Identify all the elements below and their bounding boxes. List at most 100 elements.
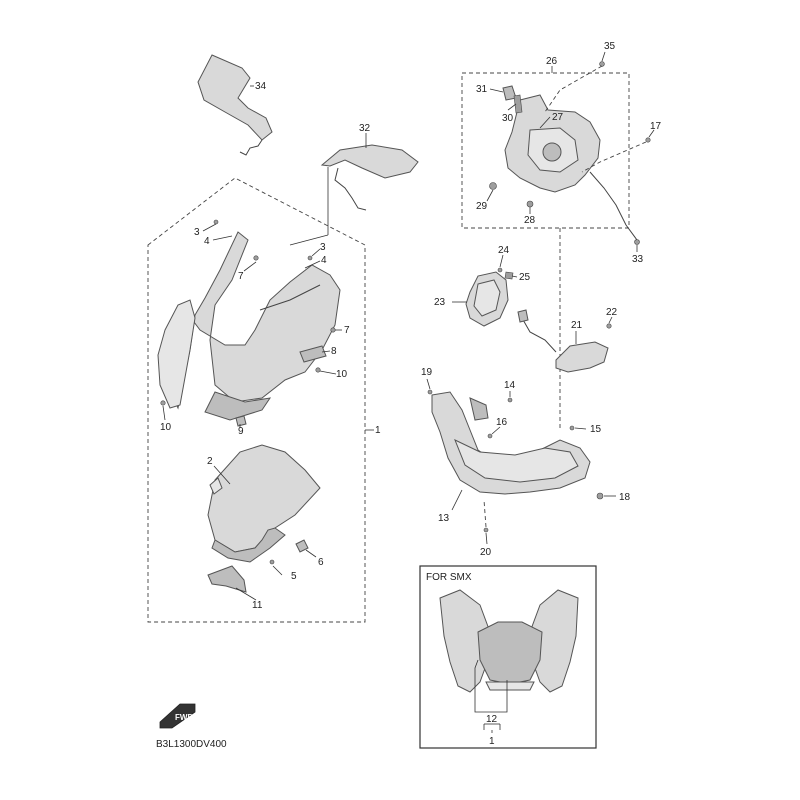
inset-title: FOR SMX <box>426 572 472 583</box>
screw-16 <box>487 433 493 439</box>
leader-line <box>321 350 331 353</box>
callout-15: 15 <box>590 424 602 435</box>
callout-10b: 10 <box>160 422 172 433</box>
leader-line <box>648 129 655 138</box>
leader-line <box>485 532 488 545</box>
callout-13: 13 <box>438 513 450 524</box>
leader-line <box>539 116 551 129</box>
leader-line <box>507 103 517 111</box>
upper-cowl <box>207 444 321 563</box>
callout-1b: 1 <box>489 736 495 747</box>
callout-1: 1 <box>375 425 381 436</box>
screw-3b <box>307 255 313 261</box>
leader-line <box>235 587 257 601</box>
screw-7b <box>330 327 336 333</box>
screw-10a <box>315 367 321 373</box>
leader-line <box>272 565 283 576</box>
callout-14: 14 <box>504 380 516 391</box>
leader-line <box>162 405 166 421</box>
screw-3a <box>213 219 219 225</box>
leader-line <box>589 171 638 241</box>
smx-cowling <box>439 589 579 693</box>
callout-27: 27 <box>552 112 564 123</box>
leader-line <box>486 189 494 202</box>
callout-6: 6 <box>318 557 324 568</box>
screw-14 <box>507 397 513 403</box>
leader-line <box>483 499 487 528</box>
side-cowling <box>157 231 341 421</box>
callout-23: 23 <box>434 297 446 308</box>
mirror-left <box>197 54 273 156</box>
callout-5: 5 <box>291 571 297 582</box>
screw-5 <box>269 559 275 565</box>
callout-9: 9 <box>238 426 244 437</box>
grommet-6 <box>295 539 309 553</box>
screw-33 <box>634 239 640 245</box>
decal-11 <box>207 565 247 593</box>
bolt-25 <box>504 271 514 280</box>
leader-line <box>491 426 501 435</box>
screw-35 <box>599 61 605 67</box>
callout-26: 26 <box>546 56 558 67</box>
callout-19: 19 <box>421 367 433 378</box>
callout-35: 35 <box>604 41 616 52</box>
callout-30: 30 <box>502 113 514 124</box>
screw-15 <box>569 425 575 431</box>
reference-code: B3L1300DV400 <box>156 739 227 750</box>
nut-29 <box>489 182 497 190</box>
callout-34: 34 <box>255 81 267 92</box>
lamp-23 <box>465 271 509 327</box>
leader-line <box>499 254 504 268</box>
leader-line <box>574 427 587 430</box>
leader-line <box>608 316 613 324</box>
callout-16: 16 <box>496 417 508 428</box>
callout-7b: 7 <box>344 325 350 336</box>
leader-line <box>511 275 518 278</box>
leader-line <box>305 549 317 558</box>
leader-line <box>212 235 233 241</box>
callout-11: 11 <box>252 600 263 611</box>
callout-21: 21 <box>571 320 583 331</box>
leader-line <box>289 234 329 246</box>
callout-17: 17 <box>650 121 662 132</box>
lower-stay <box>431 391 591 495</box>
screw-10b <box>160 400 166 406</box>
mirror-right <box>320 144 419 211</box>
leader-line <box>202 223 217 232</box>
leader-line <box>544 65 603 113</box>
screw-17 <box>645 137 651 143</box>
assembly-group-outline <box>147 177 366 623</box>
callout-3b: 3 <box>320 242 326 253</box>
callout-4b: 4 <box>321 255 327 266</box>
screw-7a <box>253 255 259 261</box>
bolt-30 <box>513 94 523 114</box>
screw-24 <box>497 267 503 273</box>
callout-25: 25 <box>519 272 531 283</box>
callout-31: 31 <box>476 84 488 95</box>
leader-line <box>243 261 257 272</box>
callout-4a: 4 <box>204 236 210 247</box>
callout-10a: 10 <box>336 369 348 380</box>
callout-2: 2 <box>207 456 213 467</box>
leader-line <box>489 88 504 93</box>
screw-18 <box>596 492 604 500</box>
callout-29: 29 <box>476 201 488 212</box>
leader-line <box>451 489 463 511</box>
screw-20 <box>483 527 489 533</box>
callout-24: 24 <box>498 245 510 256</box>
leader-line <box>213 465 231 485</box>
callout-20: 20 <box>480 547 492 558</box>
screw-19 <box>427 389 433 395</box>
fwd-arrow-icon <box>159 703 196 729</box>
fwd-label: FWD <box>175 713 193 722</box>
clip-9 <box>235 415 247 427</box>
leader-line <box>426 378 431 390</box>
callout-8: 8 <box>331 346 337 357</box>
leader-line <box>304 260 321 269</box>
screw-22 <box>606 323 612 329</box>
callout-3a: 3 <box>194 227 200 238</box>
leader-line <box>581 141 647 173</box>
light-21 <box>517 309 609 373</box>
callout-33: 33 <box>632 254 644 265</box>
leader-line <box>474 659 508 713</box>
